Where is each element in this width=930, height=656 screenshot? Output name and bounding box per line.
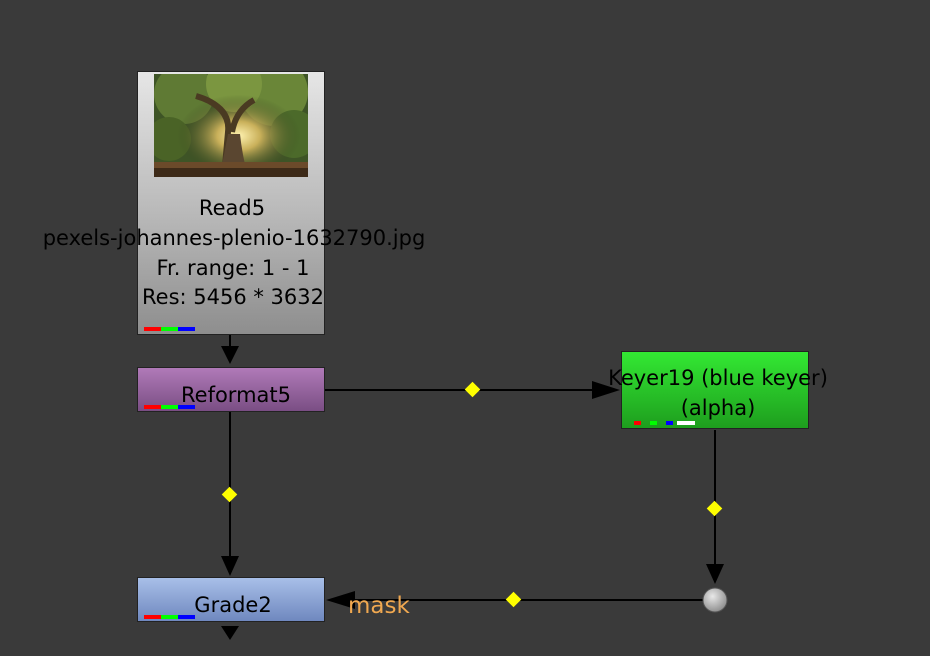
keyer-channel-indicator [634,421,695,425]
reformat-channel-indicator [144,405,195,409]
arrow-head-icon [706,564,724,584]
read-node[interactable]: Read5 [137,71,325,335]
arrow-head-icon [221,346,239,364]
reformat-node-name: Reformat5 [181,383,291,407]
keyer-node-channel: (alpha) [680,396,756,420]
arrow-head-icon [326,591,355,609]
read-thumbnail [154,74,308,177]
output-arrow-icon [221,626,239,640]
read-node-name: Read5 [198,196,266,220]
reformat-node[interactable]: Reformat5 [137,367,325,412]
keyer-node[interactable] [621,351,809,429]
grade-channel-indicator [144,615,195,619]
read-frame-range: Fr. range: 1 - 1 [156,256,310,280]
read-resolution: Res: 5456 * 3632 [142,285,324,309]
grade-node-name: Grade2 [194,593,272,617]
dot-node[interactable] [702,587,728,613]
read-channel-indicator [144,327,195,331]
arrow-head-icon [592,381,620,399]
grade-node[interactable]: Grade2 [137,577,325,622]
keyer-node-name: Keyer19 (blue keyer) [608,366,828,390]
arrow-head-icon [221,556,239,576]
mask-input-label: mask [348,593,410,619]
read-file-name: pexels-johannes-plenio-1632790.jpg [42,226,426,250]
tree-image-thumbnail [154,74,308,177]
